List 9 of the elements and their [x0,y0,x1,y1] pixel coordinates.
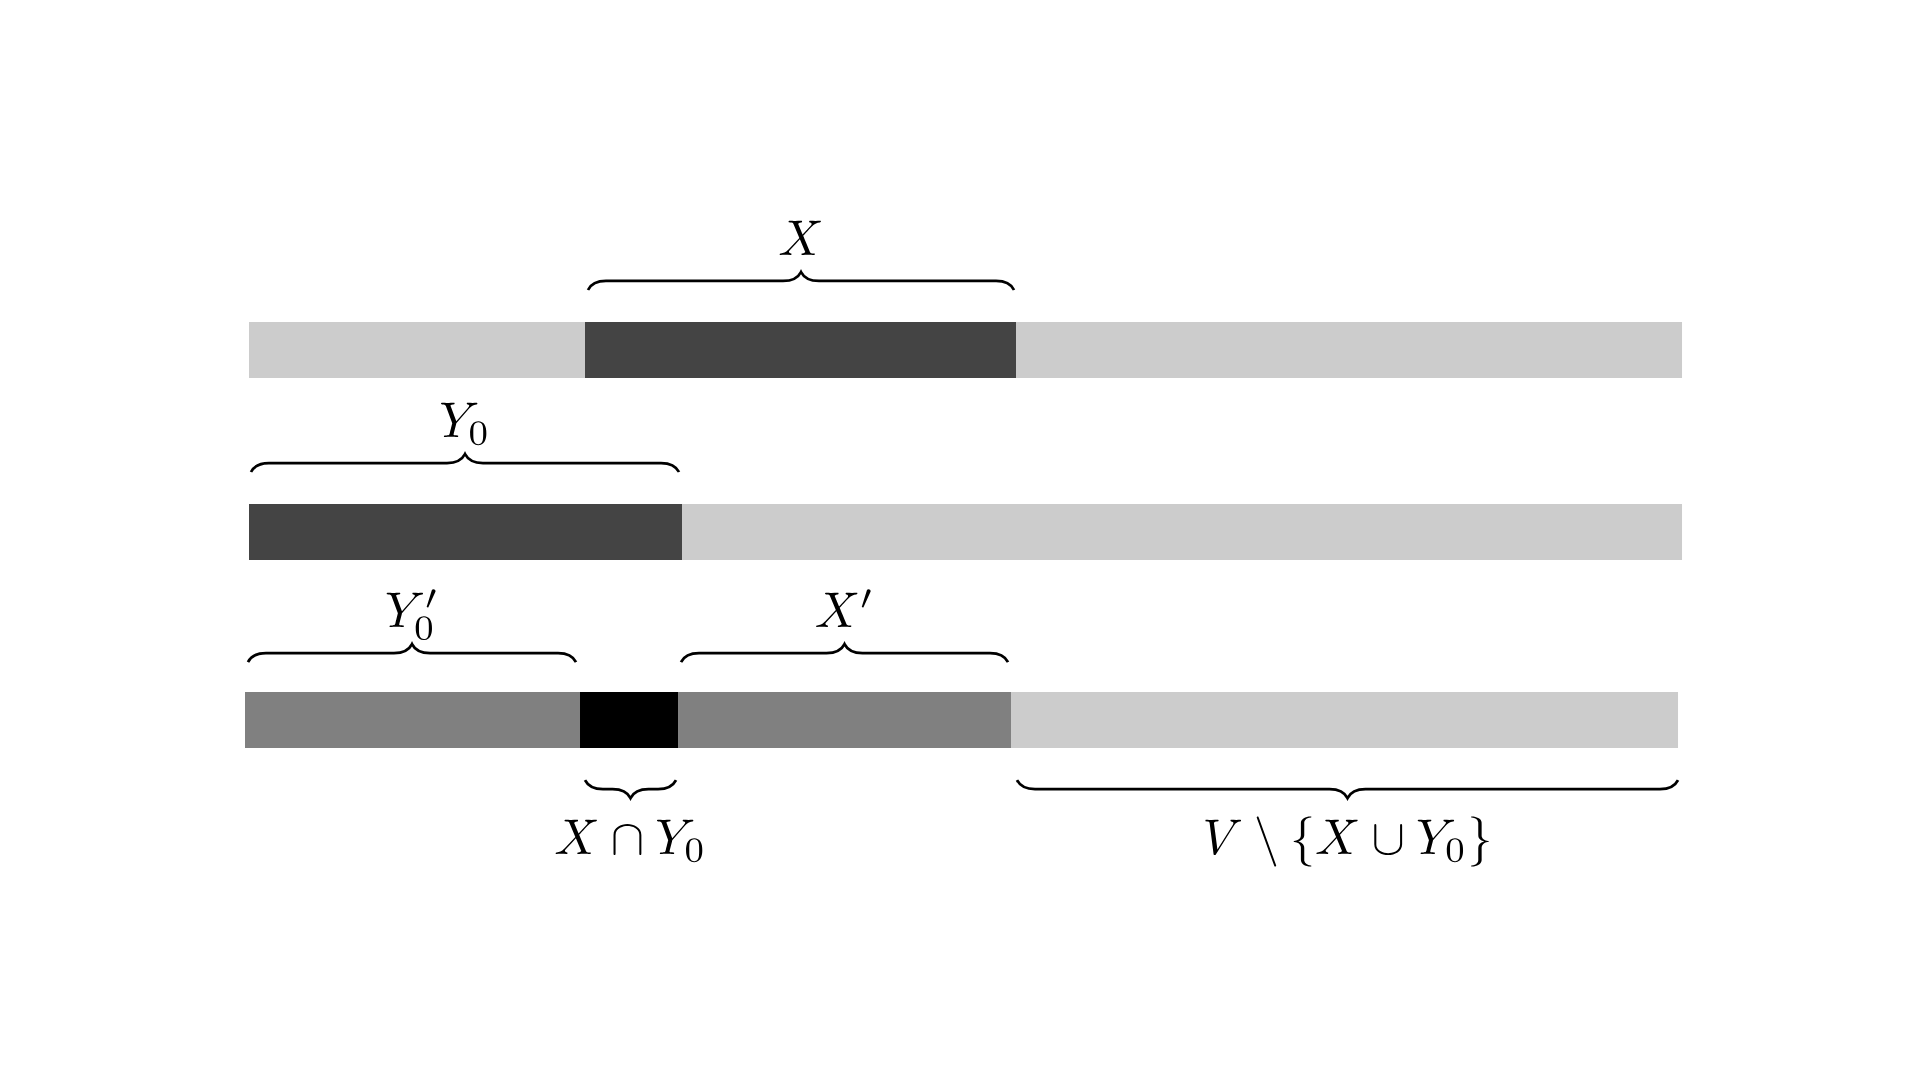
brace-label: $Y_0'$ [386,589,436,641]
bar-segment [682,504,1683,560]
brace-label: $X \cap Y_0$ [555,819,703,863]
brace-label: $X'$ [816,589,871,627]
brace-label: $V \setminus \{X \cup Y_0\}$ [1205,816,1489,867]
bar-segment [249,322,585,378]
brace-label: $Y_0$ [441,402,487,446]
bar-segment [1016,322,1683,378]
brace-label: $X$ [779,220,821,255]
